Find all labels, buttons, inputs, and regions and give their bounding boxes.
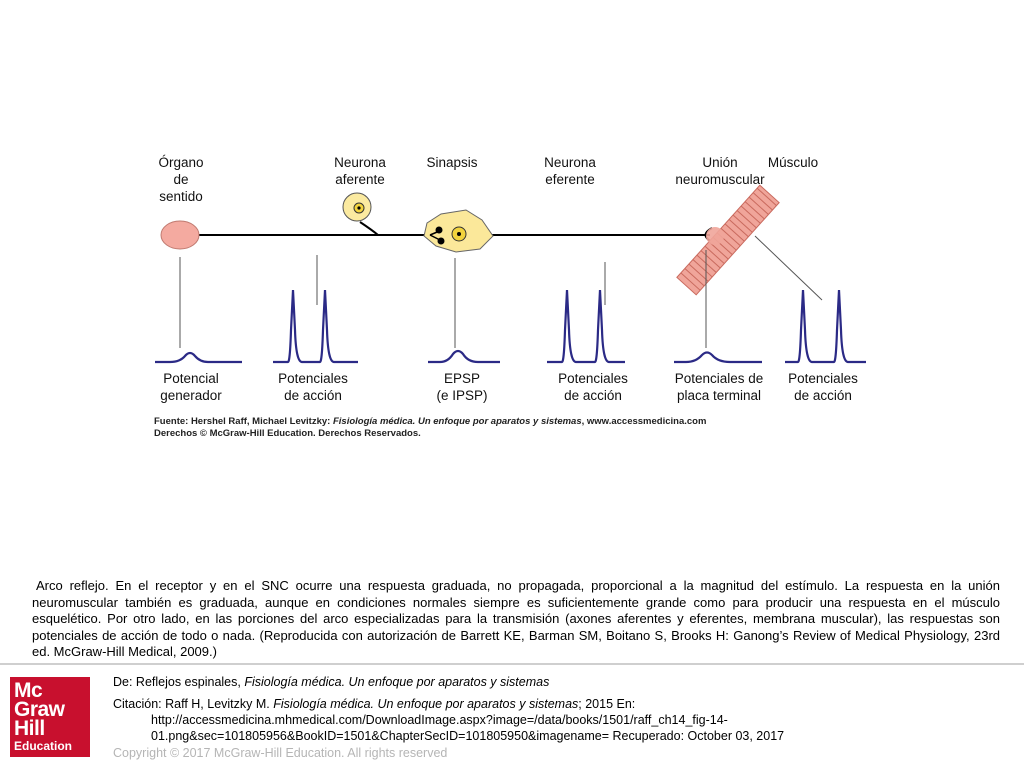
pointer-lines <box>179 235 823 348</box>
citation-suffix: ; 2015 En: <box>578 697 636 711</box>
label-line: Unión <box>702 155 738 170</box>
label-line: Potenciales de <box>674 371 764 386</box>
label-line: generador <box>160 388 222 403</box>
label-muscle: Músculo <box>753 154 833 171</box>
citation-prefix: Citación: Raff H, Levitzky M. <box>113 697 274 711</box>
label-line: Músculo <box>767 155 819 170</box>
potential-traces <box>155 289 866 364</box>
label-action-potentials-3: Potenciales de acción <box>780 370 866 404</box>
from-line: De: Reflejos espinales, Fisiología médic… <box>113 674 1003 690</box>
label-line: placa terminal <box>676 388 762 403</box>
label-line: EPSP <box>443 371 481 386</box>
from-prefix: De: Reflejos espinales, <box>113 675 245 689</box>
label-line: Potenciales <box>788 371 858 386</box>
logo-education: Education <box>14 739 73 753</box>
citation-title: Fisiología médica. Un enfoque por aparat… <box>273 697 579 711</box>
citation-url-line-2: 01.png&sec=101805956&BookID=1501&Chapter… <box>151 729 785 743</box>
logo-line: Mc <box>14 679 43 702</box>
label-efferent-neuron: Neurona eferente <box>530 154 610 188</box>
label-line: Neurona <box>544 155 596 170</box>
source-prefix: Fuente: Hershel Raff, Michael Levitzky: <box>154 416 333 427</box>
label-epsp: EPSP (e IPSP) <box>422 370 502 404</box>
figure-caption: Arco reflejo. En el receptor y en el SNC… <box>32 578 1000 661</box>
copyright-text: Copyright © 2017 McGraw-Hill Education. … <box>113 746 448 760</box>
figure-source-line: Fuente: Hershel Raff, Michael Levitzky: … <box>154 416 706 427</box>
label-line: sentido <box>159 189 203 204</box>
label-line: de <box>173 172 189 187</box>
label-line: (e IPSP) <box>436 388 488 403</box>
label-line: de acción <box>564 388 622 403</box>
mcgraw-hill-logo: Mc Graw Hill Education <box>10 677 90 757</box>
afferent-branch <box>359 221 379 236</box>
label-end-plate-potentials: Potenciales de placa terminal <box>664 370 774 404</box>
label-synapse: Sinapsis <box>412 154 492 171</box>
label-line: de acción <box>794 388 852 403</box>
sense-organ <box>160 220 200 250</box>
label-generator-potential: Potencial generador <box>150 370 232 404</box>
source-title: Fisiología médica. Un enfoque por aparat… <box>332 416 582 427</box>
logo-line: Hill <box>14 717 45 740</box>
label-afferent-neuron: Neurona aferente <box>320 154 400 188</box>
logo-text: Mc Graw Hill <box>14 679 65 740</box>
label-neuromuscular-junction: Unión neuromuscular <box>664 154 776 188</box>
from-title: Fisiología médica. Un enfoque por aparat… <box>244 675 550 689</box>
source-suffix: , www.accessmedicina.com <box>581 416 707 427</box>
label-line: Potencial <box>163 371 219 386</box>
label-line: Potenciales <box>278 371 348 386</box>
citation-block: De: Reflejos espinales, Fisiología médic… <box>113 674 1003 744</box>
footer-divider <box>0 663 1024 665</box>
label-line: Neurona <box>334 155 386 170</box>
reflex-arc-diagram <box>155 184 866 364</box>
label-line: Órgano <box>158 155 204 170</box>
label-action-potentials-1: Potenciales de acción <box>270 370 356 404</box>
label-line: Sinapsis <box>426 155 478 170</box>
label-action-potentials-2: Potenciales de acción <box>550 370 636 404</box>
label-sense-organ: Órgano de sentido <box>150 154 212 205</box>
reflex-arc-figure: Órgano de sentido Neurona aferente Sinap… <box>150 150 870 440</box>
label-line: de acción <box>284 388 342 403</box>
caption-text: Arco reflejo. En el receptor y en el SNC… <box>32 578 1000 659</box>
label-line: neuromuscular <box>675 172 765 187</box>
citation-url-line-1: http://accessmedicina.mhmedical.com/Down… <box>151 713 728 727</box>
label-line: eferente <box>545 172 595 187</box>
logo-line: Graw <box>14 698 65 721</box>
muscle-fiber <box>676 184 780 296</box>
label-line: Potenciales <box>558 371 628 386</box>
figure-rights-line: Derechos © McGraw-Hill Education. Derech… <box>154 428 421 439</box>
label-line: aferente <box>335 172 385 187</box>
citation-line: Citación: Raff H, Levitzky M. Fisiología… <box>113 696 1003 712</box>
